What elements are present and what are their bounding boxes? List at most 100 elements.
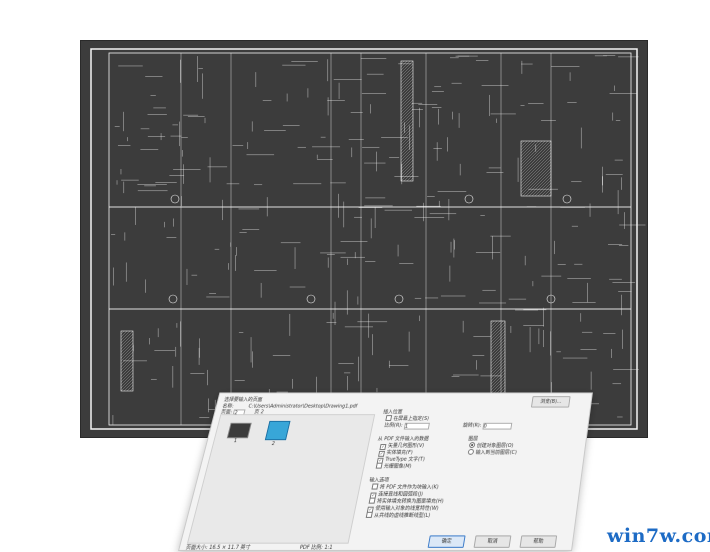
cad-line <box>120 378 134 392</box>
rotation-select[interactable]: 0 <box>482 422 512 430</box>
import-option-checkbox[interactable] <box>365 511 373 518</box>
cad-line <box>400 69 414 83</box>
cad-line <box>490 351 506 367</box>
cad-line <box>543 188 552 197</box>
cad-line <box>400 60 411 71</box>
help-button[interactable]: 帮助 <box>519 535 558 548</box>
cad-line <box>490 357 506 373</box>
cad-line <box>534 179 552 197</box>
cad-line <box>120 339 134 353</box>
cad-line <box>490 333 506 349</box>
cad-callout-circle <box>394 294 404 304</box>
cad-line <box>490 372 506 388</box>
cad-drawing-canvas <box>80 40 648 438</box>
cad-line <box>400 147 414 161</box>
cad-line <box>400 153 414 167</box>
import-option-checkbox[interactable] <box>368 497 376 504</box>
cad-line <box>400 144 414 158</box>
cad-frame <box>108 52 632 426</box>
cad-line <box>520 152 552 184</box>
cad-line <box>490 369 506 385</box>
cad-line <box>520 140 552 172</box>
cancel-button[interactable]: 取消 <box>473 535 512 548</box>
cad-line <box>400 81 414 95</box>
layer-option-radio[interactable] <box>467 448 475 455</box>
cad-line <box>520 140 537 157</box>
import-option-checkbox[interactable] <box>371 483 379 490</box>
cad-line <box>400 165 414 179</box>
cad-line <box>400 123 414 137</box>
cad-drawing-lines <box>90 48 646 437</box>
cad-line <box>490 339 506 355</box>
cad-line <box>400 162 414 176</box>
specify-on-screen-checkbox[interactable] <box>385 415 393 421</box>
page-thumbnail-2[interactable] <box>264 420 291 441</box>
cad-line <box>520 140 540 160</box>
cad-line <box>400 156 414 170</box>
cad-line <box>120 354 134 368</box>
cad-line <box>490 345 506 361</box>
cad-line <box>400 102 414 116</box>
cad-line <box>120 357 134 371</box>
cad-line <box>120 369 134 383</box>
cad-callout-circle <box>168 294 178 304</box>
layer-option-radio[interactable] <box>468 442 476 448</box>
cad-line <box>120 330 125 335</box>
cad-line <box>400 126 414 140</box>
cad-line <box>120 342 134 356</box>
cad-line <box>490 348 506 364</box>
cad-line <box>490 375 506 391</box>
cad-line <box>120 336 134 350</box>
cad-callout-circle <box>464 194 474 204</box>
cad-line <box>520 140 528 148</box>
cad-line <box>549 194 552 197</box>
ok-button[interactable]: 确定 <box>427 535 466 548</box>
cad-line <box>520 155 552 187</box>
cad-line <box>400 129 414 143</box>
cad-line <box>400 60 408 68</box>
cad-line <box>120 330 131 341</box>
cad-line <box>531 176 552 197</box>
cad-line <box>522 167 552 197</box>
cad-line <box>400 78 414 92</box>
cad-line <box>400 141 414 155</box>
import-options-title: 输入选项 <box>368 477 390 484</box>
cad-callout-circle <box>546 294 556 304</box>
page-thumbnail-2-label: 2 <box>270 441 276 447</box>
cad-line <box>490 320 501 331</box>
import-option-linetype-label: 从共线的虚线推断线型(L) <box>373 512 431 519</box>
cad-line <box>400 96 414 110</box>
cad-line <box>406 174 414 182</box>
cad-line <box>403 171 414 182</box>
cad-line <box>120 330 128 338</box>
cad-line <box>120 366 134 380</box>
cad-line <box>490 320 498 328</box>
cad-line <box>520 149 552 181</box>
cad-line <box>490 327 506 343</box>
cad-line <box>400 108 414 122</box>
cad-line <box>120 372 134 386</box>
page-thumbnail-1[interactable] <box>226 422 252 439</box>
cad-line <box>520 146 552 178</box>
cad-line <box>520 140 531 151</box>
cad-line <box>546 191 552 197</box>
cad-line <box>400 120 414 134</box>
cad-line <box>520 158 552 190</box>
data-option-checkbox[interactable] <box>375 462 383 469</box>
pdf-data-title: 从 PDF 文件输入的数据 <box>377 436 430 443</box>
cad-line <box>120 333 134 347</box>
cad-line <box>400 138 414 152</box>
cad-line <box>400 159 414 173</box>
cad-line <box>490 324 506 340</box>
scale-input[interactable]: 1 <box>403 422 430 430</box>
cad-line <box>120 360 134 374</box>
cad-line <box>120 375 134 389</box>
browse-button[interactable]: 浏览(B)... <box>530 396 571 408</box>
cad-line <box>490 354 506 370</box>
page-thumbnail-panel: 1 2 <box>186 414 376 544</box>
cad-callout-circle <box>306 294 316 304</box>
cad-line <box>400 90 414 104</box>
pdf-import-dialog: 选择要输入的页面 名称: C:\Users\Administrator\Desk… <box>178 392 593 551</box>
cad-line <box>400 60 405 65</box>
cad-line <box>120 363 134 377</box>
